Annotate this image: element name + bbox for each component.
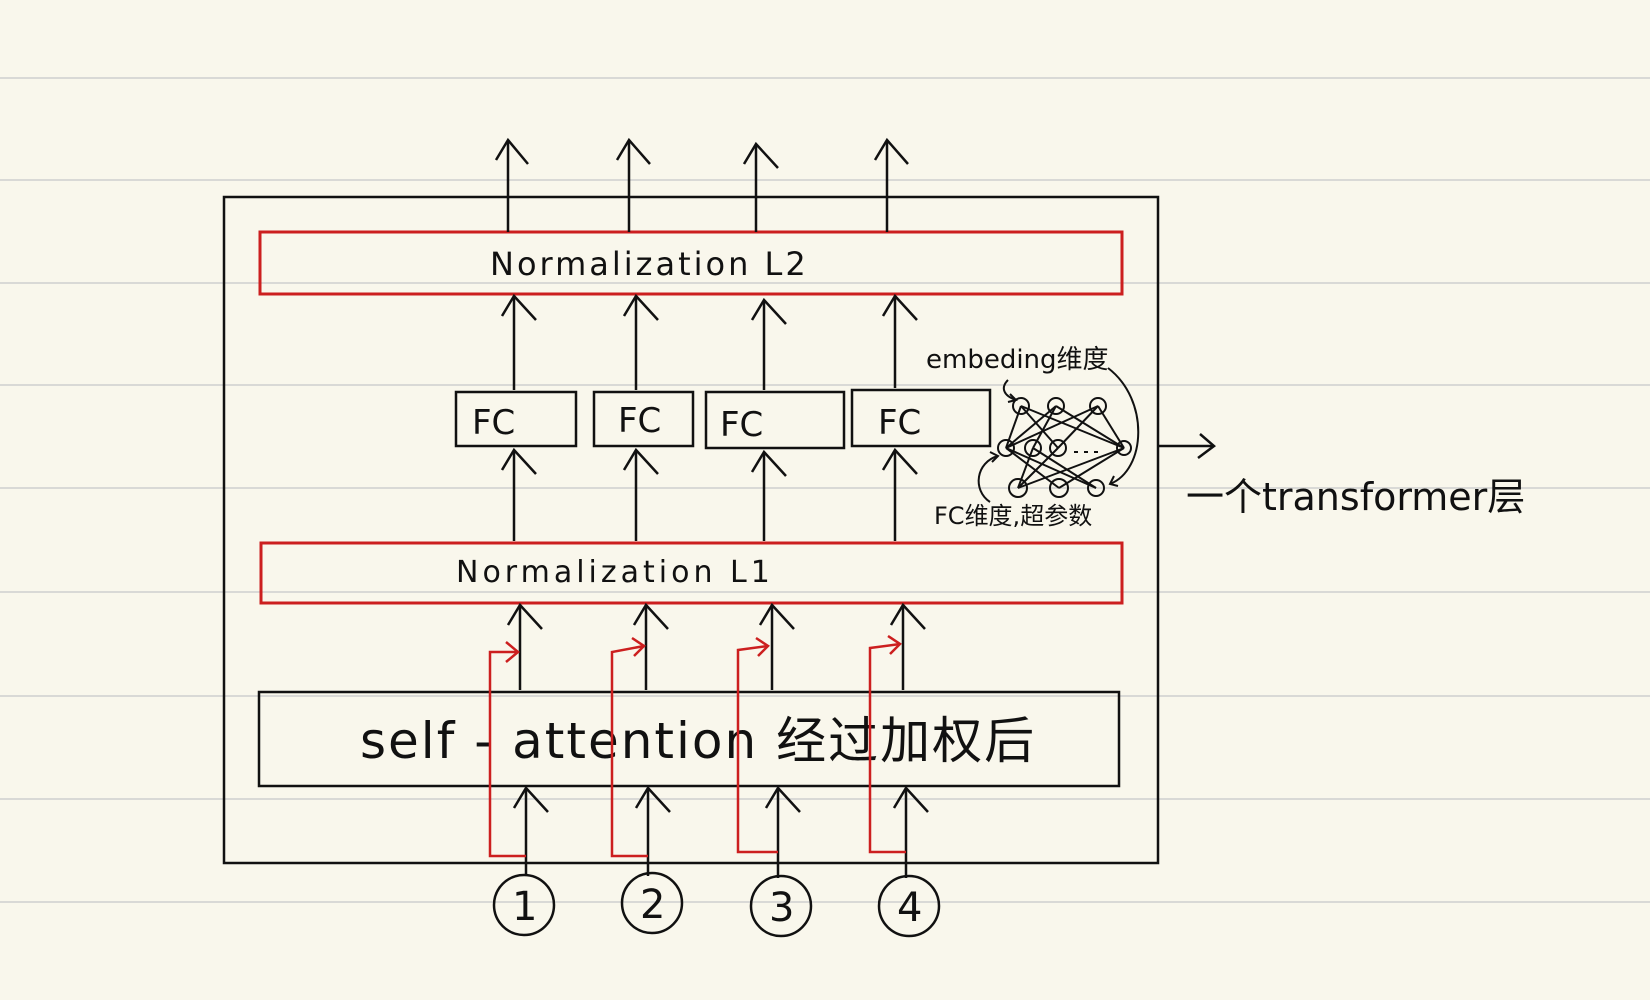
norm-l1-to-fc-arrows (500, 447, 918, 541)
self-attention-label: self - attention 经过加权后 (360, 712, 1036, 770)
fc-label-3: FC (720, 405, 763, 445)
input-token-4: 4 (877, 874, 941, 938)
fc-label-2: FC (618, 401, 661, 441)
residual-connections (488, 634, 906, 858)
transformer-layer-pointer (1158, 433, 1216, 459)
input-arrows (512, 785, 929, 878)
input-token-1: 1 (492, 873, 556, 937)
input-token-label-3: 3 (769, 885, 794, 931)
output-arrows (494, 137, 909, 232)
ruled-lines (0, 77, 1650, 903)
self-attention-box: self - attention 经过加权后 (257, 690, 1121, 788)
input-token-label-2: 2 (640, 882, 665, 928)
fc-dim-annotation: FC维度,超参数 (934, 502, 1092, 530)
fc-box-4: FC (850, 388, 992, 448)
input-token-label-4: 4 (897, 885, 922, 931)
fc-label-1: FC (472, 403, 515, 443)
transformer-layer-label: 一个transformer层 (1186, 475, 1525, 519)
fc-to-norm-l2-arrows (500, 293, 918, 390)
transformer-block (222, 195, 1160, 865)
norm-l1-label: Normalization L1 (456, 555, 774, 590)
input-token-label-1: 1 (512, 884, 537, 930)
norm-l2-label: Normalization L2 (490, 245, 809, 283)
fc-box-2: FC (592, 390, 695, 448)
input-token-3: 3 (749, 874, 813, 938)
fc-box-3: FC (704, 390, 846, 450)
input-token-2: 2 (620, 871, 684, 935)
fc-box-1: FC (454, 390, 578, 448)
norm-l2-box: Normalization L2 (258, 230, 1124, 296)
fc-label-4: FC (878, 403, 921, 443)
embedding-annotation: embeding维度 (926, 345, 1109, 375)
attention-to-norm-l1-arrows (506, 602, 926, 690)
fully-connected-network-icon (977, 367, 1140, 503)
norm-l1-box: Normalization L1 (259, 541, 1124, 605)
